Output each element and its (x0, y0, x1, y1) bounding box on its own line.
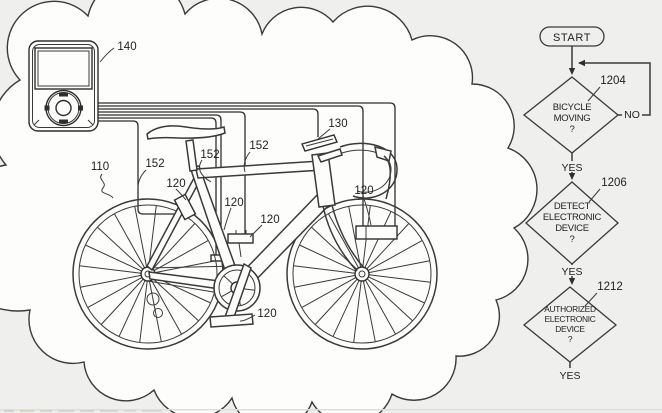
decision-text: DEVICE (555, 223, 589, 234)
rear-derailleur (146, 292, 160, 306)
ref-label-1212: 1212 (597, 281, 623, 293)
arrowhead-left (578, 59, 585, 67)
ref-label-1206: 1206 (601, 177, 627, 189)
ref-label-device: 140 (117, 41, 136, 53)
sensor-box (355, 225, 398, 240)
prev-button (44, 105, 50, 111)
start-label: START (553, 32, 591, 44)
next-button (78, 105, 83, 111)
ref-label-sensor: 120 (257, 308, 276, 320)
arrowhead-down (568, 173, 576, 180)
device-click-wheel (44, 89, 83, 127)
decision-text: ELECTRONIC (545, 314, 596, 324)
reference-labels: 140 110 152 152 152 130 120 120 120 120 … (91, 41, 374, 322)
ref-label-wire: 152 (145, 158, 164, 170)
yes-label: YES (561, 162, 582, 174)
decision-bicycle-moving: BICYCLE MOVING ? 1204 (522, 75, 626, 154)
ref-label-sensor: 120 (166, 178, 185, 190)
pedal (209, 313, 254, 328)
decision-text: MOVING (554, 113, 591, 124)
brake-hood (374, 145, 392, 162)
decision-text: BICYCLE (553, 102, 592, 113)
media-player-device (28, 40, 99, 132)
crank (209, 262, 261, 328)
ref-label-wire: 152 (249, 140, 268, 152)
ref-label-sensor: 120 (224, 197, 243, 209)
decision-text: ? (570, 234, 575, 245)
ref-label-sensor: 120 (354, 185, 373, 197)
decision-text: DEVICE (555, 324, 585, 334)
stem (316, 148, 343, 163)
decision-text: AUTHORIZED (544, 304, 596, 314)
ref-label-display: 130 (328, 118, 347, 130)
arrowhead-down (568, 278, 576, 285)
device-screen (34, 47, 93, 90)
bicycle (72, 125, 438, 350)
brake-lever (383, 155, 391, 200)
ref-label-wire: 152 (200, 149, 219, 161)
front-wheel-spokes (293, 205, 431, 343)
yes-label: YES (561, 266, 582, 278)
sensor-box (227, 230, 254, 258)
fork-blade (331, 204, 365, 269)
menu-button (59, 92, 68, 97)
handlebar (316, 142, 398, 200)
decision-text: ? (570, 124, 575, 135)
seat-post (185, 139, 198, 172)
ref-label-sensor: 120 (260, 214, 279, 226)
sensor-box (173, 193, 197, 221)
front-wheel (286, 198, 438, 350)
wire-bundle (96, 102, 396, 262)
flowchart: START NO BICYCLE MOVING ? 1204 YES DET (522, 26, 651, 382)
no-loopback: NO (578, 59, 651, 121)
arrowhead-down (568, 68, 576, 75)
ref-label-1204: 1204 (600, 75, 626, 87)
no-label: NO (624, 109, 640, 121)
ref-label-system: 110 (91, 161, 109, 173)
play-button (59, 119, 68, 124)
fork-blade (322, 205, 358, 272)
decision-text: ELECTRONIC (543, 212, 602, 223)
decision-detect-device: DETECT ELECTRONIC DEVICE ? 1206 (525, 177, 627, 265)
head-tube (311, 152, 336, 208)
decision-text: DETECT (554, 201, 591, 212)
decision-text: ? (568, 334, 573, 344)
bottom-edge-strip (0, 409, 662, 412)
saddle (146, 125, 226, 140)
decision-authorized-device: AUTHORIZED ELECTRONIC DEVICE ? 1212 (522, 281, 623, 363)
yes-label: YES (559, 370, 580, 382)
sensors (173, 193, 398, 258)
